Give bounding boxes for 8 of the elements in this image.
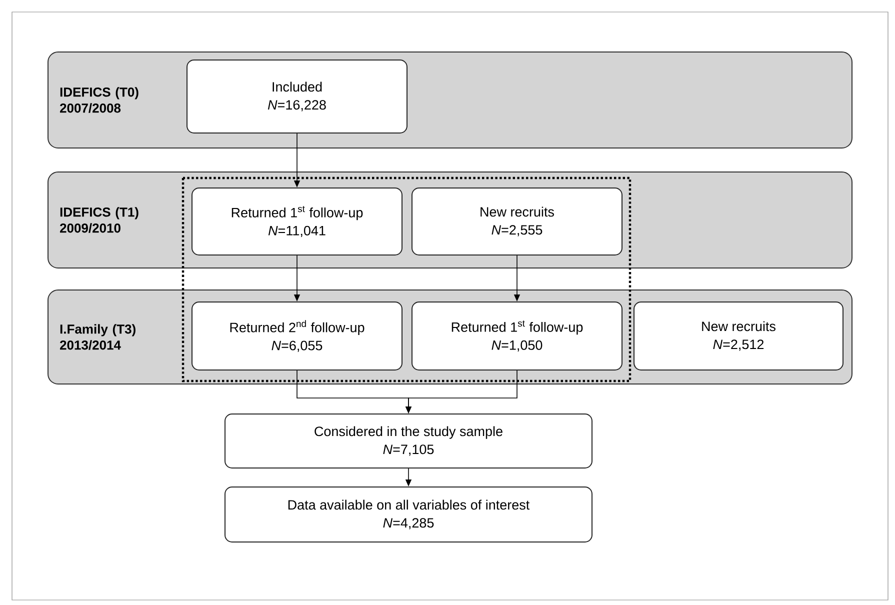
count-box: Returned 2$^{nd}$ follow-up N=6,055 [192,302,402,370]
count-box: Included N=16,228 [186,60,408,134]
count-box: New recruits N=2,555 [412,188,622,256]
count-box: New recruits N=2,512 [634,302,844,370]
count-box: Returned 1$^{st}$ follow-up N=11,041 [192,188,402,256]
count-box: Data available on all variables of interest N=4,285 [224,486,592,542]
count-box: Returned 1$^{st}$ follow-up N=1,050 [412,302,622,370]
count-box: Considered in the study sample N=7,105 [224,414,592,468]
